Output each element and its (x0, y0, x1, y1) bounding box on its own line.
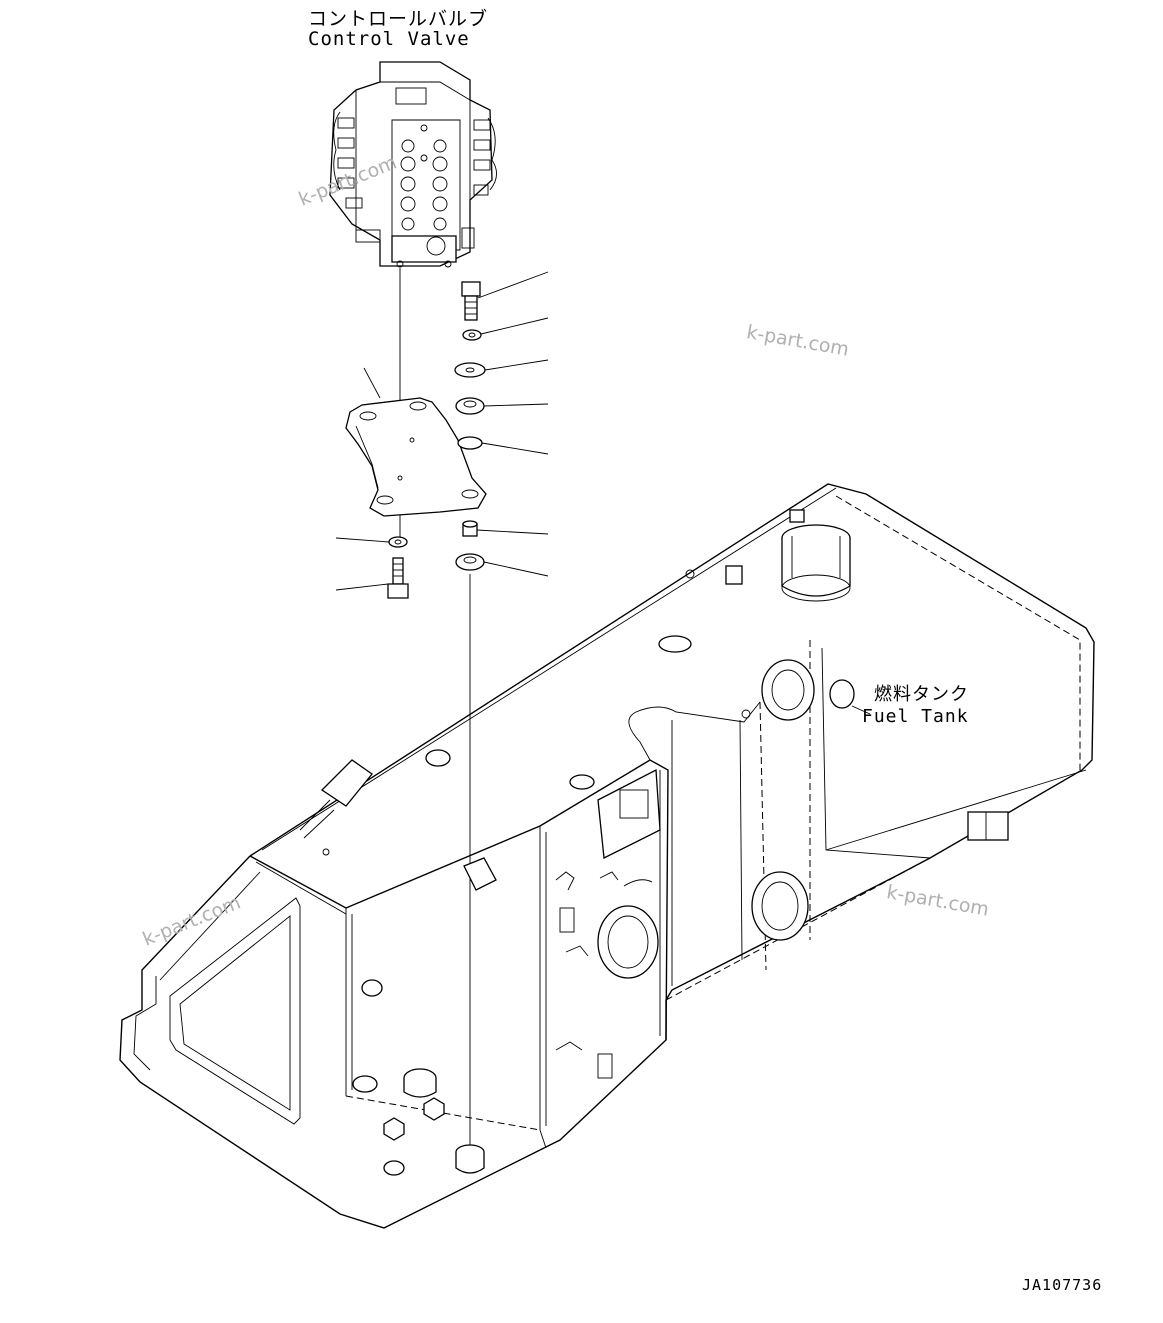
control-valve-label-en: Control Valve (308, 28, 470, 50)
bracket-plate (345, 367, 487, 517)
lock-washer-right (462, 329, 482, 341)
control-valve-label-jp: コントロールバルブ (308, 8, 489, 30)
o-ring (457, 436, 483, 450)
control-valve-drawing (329, 61, 497, 268)
collar (462, 520, 478, 537)
bolt-left (387, 557, 409, 599)
fuel-tank-label-jp: 燃料タンク (874, 684, 969, 705)
bolt-right (461, 281, 481, 321)
mount-rubber (455, 553, 485, 571)
revolving-frame-drawing (119, 483, 1095, 1229)
leader-lines (335, 271, 549, 591)
fuel-tank-label-en: Fuel Tank (862, 706, 969, 727)
flat-washer (454, 362, 486, 378)
cushion-washer (455, 397, 485, 415)
drawing-number: JA107736 (1022, 1276, 1103, 1294)
lock-washer-left (388, 536, 408, 548)
